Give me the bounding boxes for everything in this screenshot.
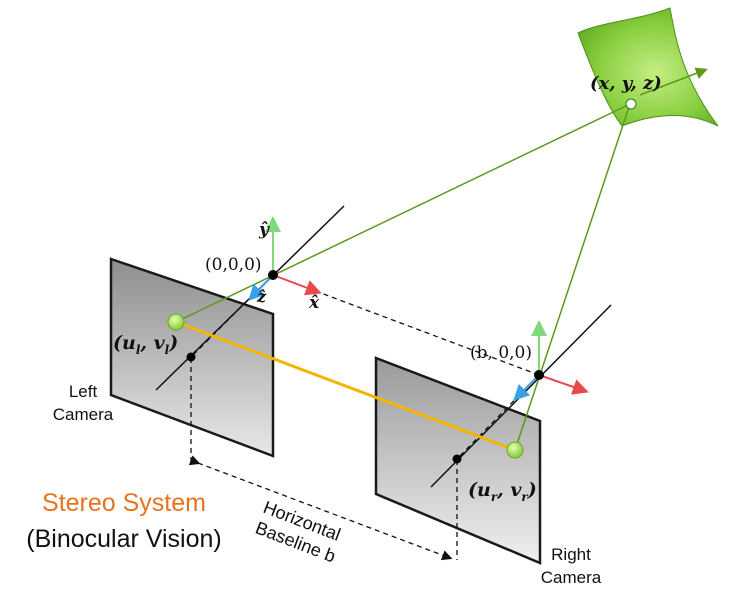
right-image-point-label: (ur, vr): [468, 479, 537, 504]
left-principal-point: [186, 352, 196, 362]
y-axis-label: ŷ: [258, 220, 270, 240]
right-origin-label: (b, 0,0): [470, 343, 532, 363]
surface-normal-arrow: [639, 67, 708, 96]
left-x-axis-arrow: [272, 274, 322, 296]
surface-patch: [577, 7, 719, 127]
world-point-label: (x, y, z): [590, 73, 662, 94]
left-camera-label-line1: Left: [69, 382, 98, 401]
right-principal-point: [452, 454, 462, 464]
correspondence-line: [175, 320, 516, 452]
x-axis-label: x̂: [308, 293, 320, 313]
right-z-axis-arrow: [513, 374, 540, 401]
ray-left-camera: [175, 103, 631, 323]
left-camera-center: [268, 270, 278, 280]
left-camera-label-line2: Camera: [53, 405, 114, 424]
z-axis-label: ẑ: [256, 287, 267, 306]
left-image-point: [167, 313, 185, 331]
left-z-axis-arrow: [248, 274, 274, 301]
baseline-label: Horizontal Baseline b: [253, 497, 344, 566]
right-camera-label-line1: Right: [551, 545, 591, 564]
right-image-point: [506, 441, 524, 459]
right-camera-center: [534, 370, 544, 380]
caption-subtitle: (Binocular Vision): [26, 525, 222, 553]
origin-label: (0,0,0): [205, 255, 262, 275]
ray-right-camera: [514, 103, 631, 451]
right-x-axis-arrow: [538, 374, 589, 395]
left-image-point-label: (ul, vl): [113, 332, 178, 357]
world-point: [625, 98, 637, 110]
caption-title: Stereo System: [42, 489, 206, 517]
right-camera-label-line2: Camera: [541, 568, 602, 587]
